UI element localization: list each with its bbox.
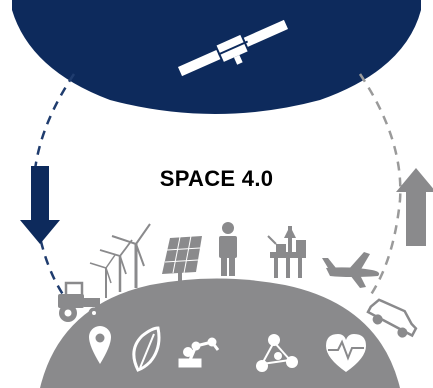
airplane-icon — [322, 252, 380, 288]
car-icon — [366, 298, 418, 338]
oil-platform-icon — [267, 226, 306, 278]
network-icon — [256, 334, 298, 372]
location-pin-icon — [89, 326, 111, 364]
heart-pulse-icon — [326, 334, 366, 372]
solar-panel-icon — [162, 235, 202, 282]
satellite-icon — [177, 19, 289, 77]
robot-arm-icon — [178, 337, 220, 368]
down-arrow-icon — [20, 166, 60, 244]
earth-dome — [40, 278, 400, 388]
wind-turbines-icon — [89, 223, 151, 298]
tractor-icon — [58, 281, 100, 322]
up-arrow-icon — [396, 168, 433, 246]
diagram-title: SPACE 4.0 — [159, 166, 274, 191]
right-dashed-arc — [358, 73, 402, 297]
leaf-icon — [132, 326, 161, 372]
person-icon — [219, 222, 237, 276]
